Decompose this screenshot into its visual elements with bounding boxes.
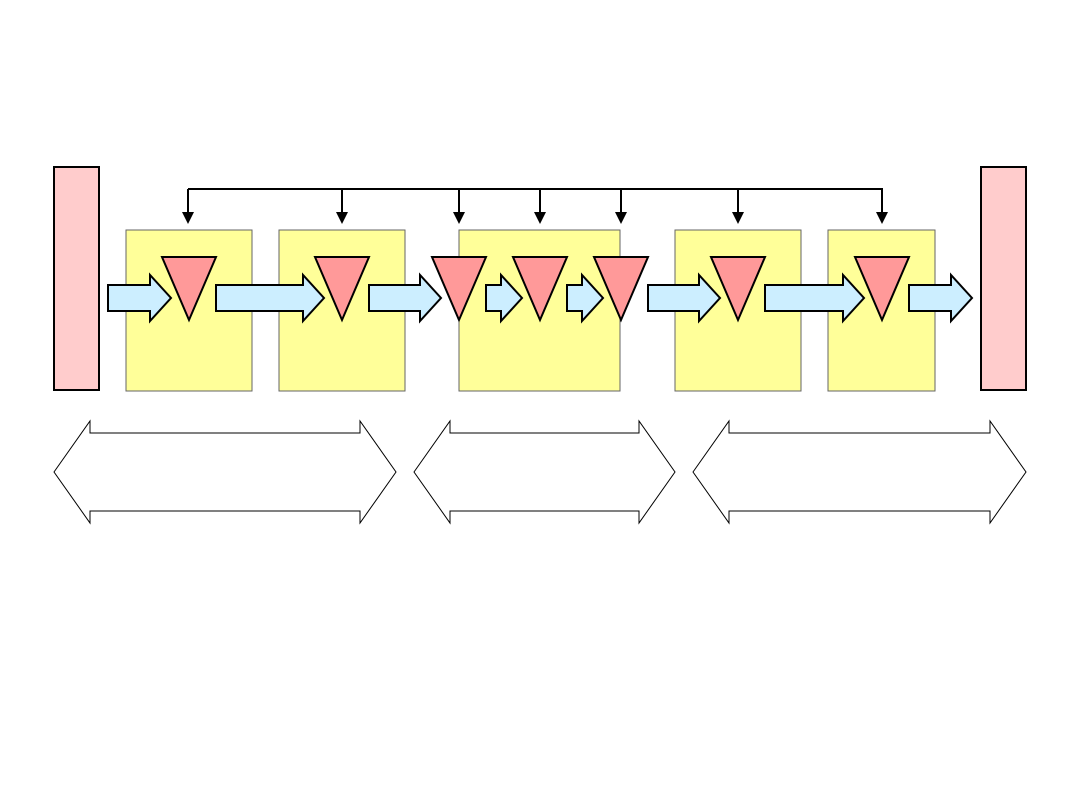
triangle-group [160,256,911,323]
triangle-marker-2 [313,256,371,323]
feedback-arrowhead-2 [336,212,348,224]
flow-arrow-4 [485,272,524,324]
feedback-line-group [182,188,888,224]
left-end-bar [53,166,100,391]
triangle-marker-5 [592,256,650,323]
span-arrow-group [53,419,1027,525]
end-bar-group [53,166,1027,391]
feedback-arrowhead-4 [534,212,546,224]
flow-arrow-2 [215,272,326,324]
feedback-arrowhead-6 [732,212,744,224]
span-arrow-3 [692,419,1027,525]
right-end-bar [980,166,1027,391]
flow-arrow-group [107,272,974,324]
feedback-arrowhead-5 [615,212,627,224]
span-arrow-2 [413,419,676,525]
feedback-arrowhead-1 [182,212,194,224]
flow-arrow-8 [908,272,974,324]
flow-arrow-7 [764,272,866,324]
triangle-marker-3 [430,256,488,323]
flow-arrow-3 [368,272,443,324]
flow-arrow-5 [566,272,605,324]
feedback-arrowhead-7 [876,212,888,224]
triangle-marker-1 [160,256,218,323]
flow-arrow-6 [647,272,722,324]
triangle-marker-4 [511,256,569,323]
triangle-marker-6 [709,256,767,323]
triangle-marker-7 [853,256,911,323]
feedback-arrowhead-3 [453,212,465,224]
span-arrow-1 [53,419,397,525]
flow-arrow-1 [107,272,173,324]
